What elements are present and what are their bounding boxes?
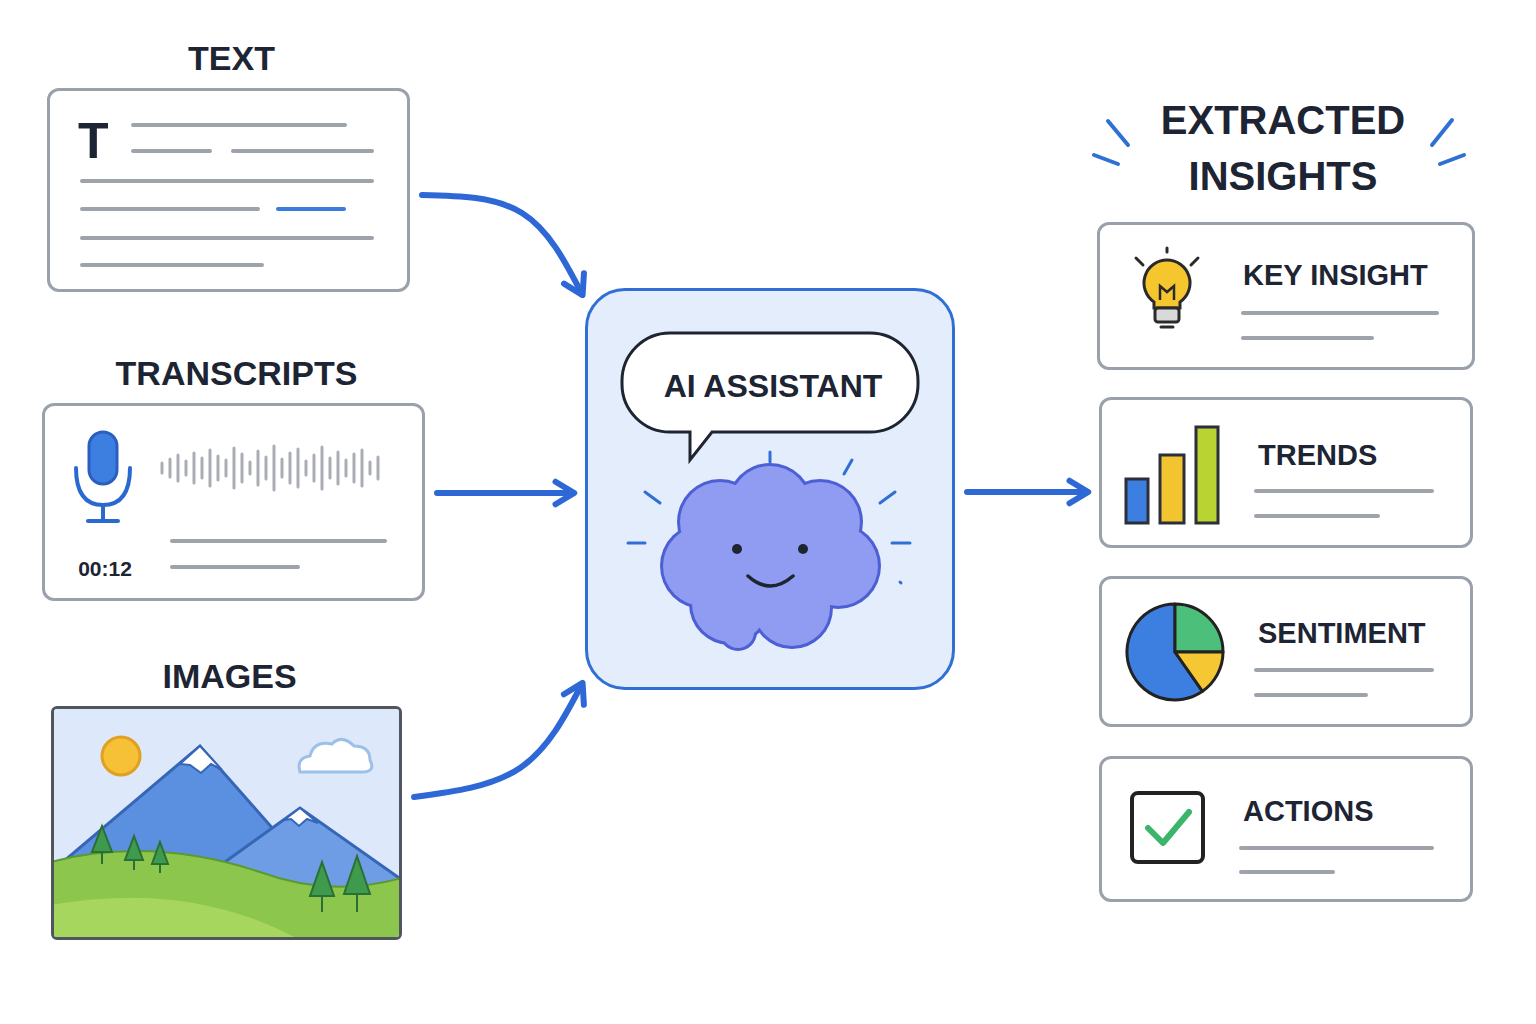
- input-heading: IMAGES: [54, 656, 405, 696]
- insight-heading: SENTIMENT: [1258, 615, 1472, 651]
- input-box: TRANSCRIPTS00:12: [42, 403, 425, 601]
- insight-heading: KEY INSIGHT: [1243, 257, 1471, 293]
- input-box: TEXTT: [47, 88, 410, 292]
- assistant-box: AI ASSISTANT: [585, 288, 955, 690]
- flow-arrow: [967, 489, 1087, 495]
- heading-rays: [1094, 155, 1118, 164]
- insight-box: KEY INSIGHT: [1097, 222, 1475, 370]
- input-box: IMAGES: [51, 706, 402, 940]
- heading-rays: [1432, 120, 1452, 145]
- heading-rays: [1440, 155, 1464, 164]
- flow-arrow: [422, 195, 582, 294]
- insight-box: SENTIMENT: [1099, 576, 1473, 727]
- text-icon-letter: T: [78, 116, 128, 166]
- flow-arrow: [437, 490, 573, 496]
- landscape-illustration: [54, 709, 399, 937]
- insight-box: ACTIONS: [1099, 756, 1473, 902]
- section-heading: EXTRACTED INSIGHTS: [1118, 92, 1448, 204]
- assistant-label: AI ASSISTANT: [625, 366, 921, 406]
- flow-arrow: [414, 684, 582, 797]
- insight-heading: TRENDS: [1258, 437, 1472, 473]
- input-heading: TEXT: [50, 38, 413, 78]
- timestamp: 00:12: [65, 557, 145, 581]
- insight-box: TRENDS: [1099, 397, 1473, 548]
- input-heading: TRANSCRIPTS: [45, 353, 428, 393]
- heading-rays: [1108, 121, 1128, 145]
- landscape-illustration: [54, 709, 399, 937]
- insight-heading: ACTIONS: [1243, 793, 1471, 829]
